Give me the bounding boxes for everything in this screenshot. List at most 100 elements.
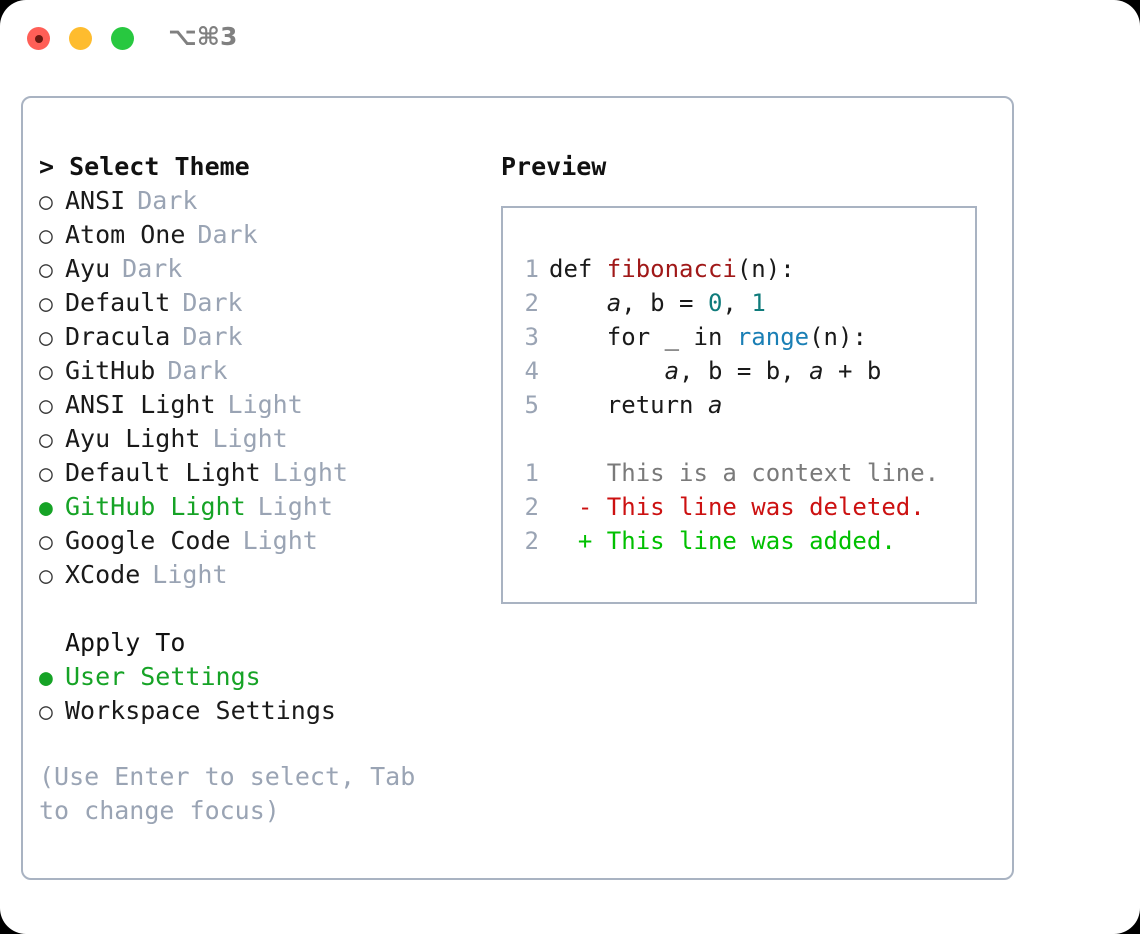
- theme-option-tag: Light: [272, 458, 348, 487]
- theme-option-label: GitHub: [65, 356, 156, 385]
- diff-line-context: 1 This is a context line.: [503, 456, 975, 490]
- code-line-content: def fibonacci(n):: [549, 252, 795, 286]
- theme-option-label: Default Light: [65, 458, 261, 487]
- code-token-plain: , b = b,: [679, 357, 810, 385]
- radio-unselected-icon: ○: [39, 393, 53, 419]
- diff-line-deleted: 2 - This line was deleted.: [503, 490, 975, 524]
- code-line-number: 5: [524, 391, 539, 419]
- code-line-content: for _ in range(n):: [549, 320, 867, 354]
- theme-option-default[interactable]: ○ Default Dark: [39, 286, 479, 320]
- theme-option-dracula[interactable]: ○ Dracula Dark: [39, 320, 479, 354]
- theme-option-tag: Light: [212, 424, 288, 453]
- keyboard-hint-text: (Use Enter to select, Tab to change focu…: [39, 762, 431, 825]
- diff-line-number: 2: [524, 527, 539, 555]
- preview-heading: Preview: [501, 152, 607, 181]
- theme-option-tag: Dark: [182, 288, 243, 317]
- theme-option-label: ANSI Light: [65, 390, 216, 419]
- code-token-plain: [549, 289, 607, 317]
- code-line: 4 a, b = b, a + b: [503, 354, 975, 388]
- theme-option-label: Dracula: [65, 322, 171, 351]
- radio-unselected-icon: ○: [39, 529, 53, 555]
- code-token-plain: + b: [823, 357, 882, 385]
- theme-option-google-code[interactable]: ○ Google Code Light: [39, 524, 479, 558]
- code-token-plain: (n):: [736, 255, 795, 283]
- apply-to-heading: Apply To: [65, 628, 186, 657]
- theme-option-label: Ayu: [65, 254, 111, 283]
- code-token-plain: ,: [722, 289, 752, 317]
- apply-to-option-workspace-settings[interactable]: ○Workspace Settings: [39, 694, 479, 728]
- theme-option-label: Atom One: [65, 220, 186, 249]
- code-token-variable: a: [664, 357, 680, 385]
- diff-line-number: 1: [524, 459, 539, 487]
- theme-option-tag: Dark: [197, 220, 258, 249]
- code-token-number: 0: [707, 289, 723, 317]
- code-line-content: a, b = 0, 1: [549, 286, 766, 320]
- code-line: 5 return a: [503, 388, 975, 422]
- code-line: 1 def fibonacci(n):: [503, 252, 975, 286]
- apply-to-option-user-settings[interactable]: ● User Settings: [39, 660, 479, 694]
- code-token-plain: =: [664, 289, 708, 317]
- code-token-plain: ,: [621, 289, 651, 317]
- radio-selected-icon: ●: [39, 665, 53, 691]
- radio-unselected-icon: ○: [39, 427, 53, 453]
- theme-option-label: Google Code: [65, 526, 231, 555]
- diff-line-added: 2 + This line was added.: [503, 524, 975, 558]
- code-token-plain: (n):: [809, 323, 867, 351]
- code-token-plain: def: [549, 255, 607, 283]
- theme-option-label: Default: [65, 288, 171, 317]
- theme-option-label: XCode: [65, 560, 141, 589]
- apply-to-list[interactable]: ● User Settings ○Workspace Settings: [39, 660, 479, 728]
- code-line: 3 for _ in range(n):: [503, 320, 975, 354]
- code-line-content: return a: [549, 388, 723, 422]
- code-token-variable: a: [707, 391, 723, 419]
- diff-sample: 1 This is a context line.2 - This line w…: [503, 456, 975, 558]
- theme-option-tag: Dark: [122, 254, 183, 283]
- code-line: 2 a, b = 0, 1: [503, 286, 975, 320]
- theme-option-tag: Light: [242, 526, 318, 555]
- theme-option-tag: Dark: [182, 322, 243, 351]
- titlebar: ⌥⌘3: [0, 0, 1140, 76]
- theme-option-ayu-light[interactable]: ○ Ayu Light Light: [39, 422, 479, 456]
- code-token-plain: [549, 357, 665, 385]
- theme-option-tag: Dark: [137, 186, 198, 215]
- apply-to-option-label: User Settings: [65, 662, 261, 691]
- minimize-button-icon[interactable]: [69, 27, 92, 50]
- code-token-plain: b: [650, 289, 665, 317]
- code-token-number: 1: [751, 289, 766, 317]
- diff-line-content: This is a context line.: [549, 459, 940, 487]
- diff-line-content: - This line was deleted.: [549, 493, 925, 521]
- traffic-lights: [27, 27, 134, 50]
- theme-option-tag: Dark: [167, 356, 228, 385]
- code-token-function: fibonacci: [606, 255, 737, 283]
- code-line-number: 2: [524, 289, 539, 317]
- code-line-number: 4: [524, 357, 539, 385]
- code-line-number: 1: [524, 255, 539, 283]
- theme-option-label: Ayu Light: [65, 424, 201, 453]
- code-line-number: 3: [524, 323, 539, 351]
- theme-option-label: GitHub Light: [65, 492, 246, 521]
- radio-selected-icon: ●: [39, 495, 53, 521]
- diff-line-content: + This line was added.: [549, 527, 896, 555]
- code-diff-spacer: [503, 422, 975, 456]
- maximize-button-icon[interactable]: [111, 27, 134, 50]
- radio-unselected-icon: ○: [39, 291, 53, 317]
- radio-unselected-icon: ○: [39, 325, 53, 351]
- close-button-icon[interactable]: [27, 27, 50, 50]
- code-token-call: range: [736, 323, 810, 351]
- code-token-variable: a: [809, 357, 824, 385]
